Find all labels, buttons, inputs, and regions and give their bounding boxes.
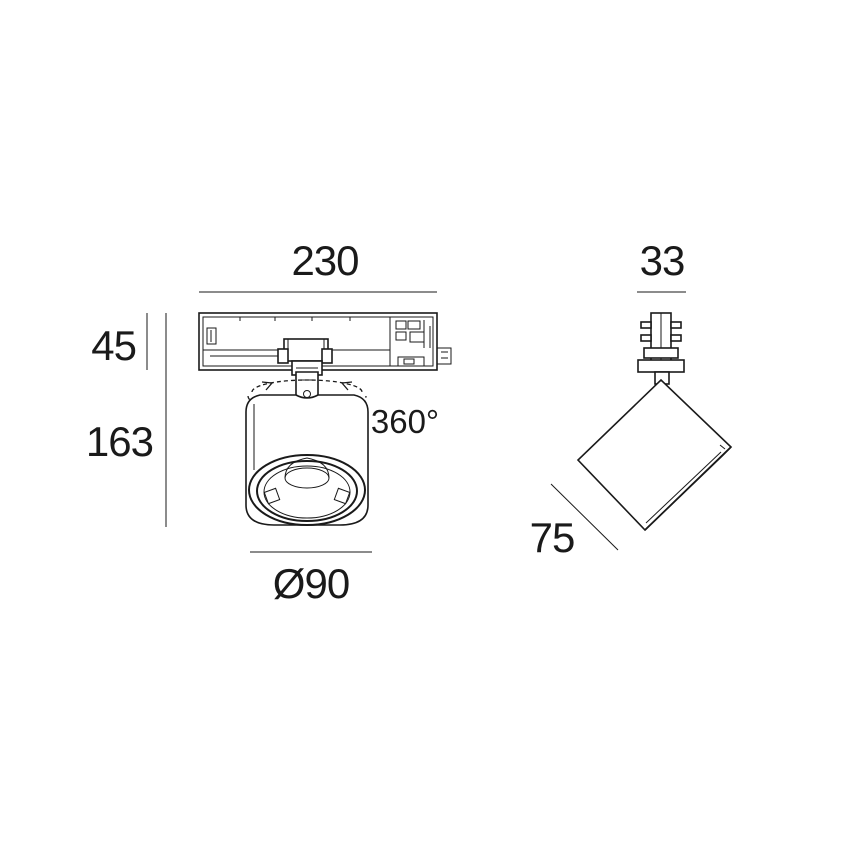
side-view: 33 75: [530, 237, 733, 561]
bracket-clip-left: [277, 348, 289, 364]
lamp-head-front: [245, 394, 369, 526]
left-clip-detail: [206, 327, 217, 345]
side-depth-dimension-line: [550, 483, 619, 551]
lamp-face-edge: [645, 451, 722, 524]
side-depth-label: 75: [530, 514, 575, 561]
lamp-body-tilted: [576, 378, 733, 532]
side-width-label: 33: [640, 237, 685, 284]
rotation-arrow-left-icon: [261, 381, 274, 391]
front-view: 230 45 163: [86, 237, 452, 607]
lens-clip-left: [263, 487, 281, 505]
diameter-label: Ø90: [273, 560, 349, 607]
lamp-head-side: [576, 378, 733, 532]
total-height-label: 163: [86, 418, 153, 465]
connector-base: [637, 359, 685, 373]
adapter-switch: [397, 356, 425, 367]
rotation-arc-top: [251, 379, 363, 393]
lens-middle-ring: [256, 460, 358, 522]
rotation-arrow-right-icon: [340, 381, 353, 391]
adapter-contact-block: [389, 317, 452, 367]
side-connector: [637, 312, 685, 385]
rotation-label: 360°: [371, 403, 439, 440]
track-width-label: 230: [291, 237, 358, 284]
lens-outer-ring: [248, 454, 366, 526]
bracket-clip-right: [321, 348, 333, 364]
adapter-end-tab: [436, 347, 452, 365]
lens-clip-right: [333, 487, 351, 505]
track-height-label: 45: [91, 322, 136, 369]
